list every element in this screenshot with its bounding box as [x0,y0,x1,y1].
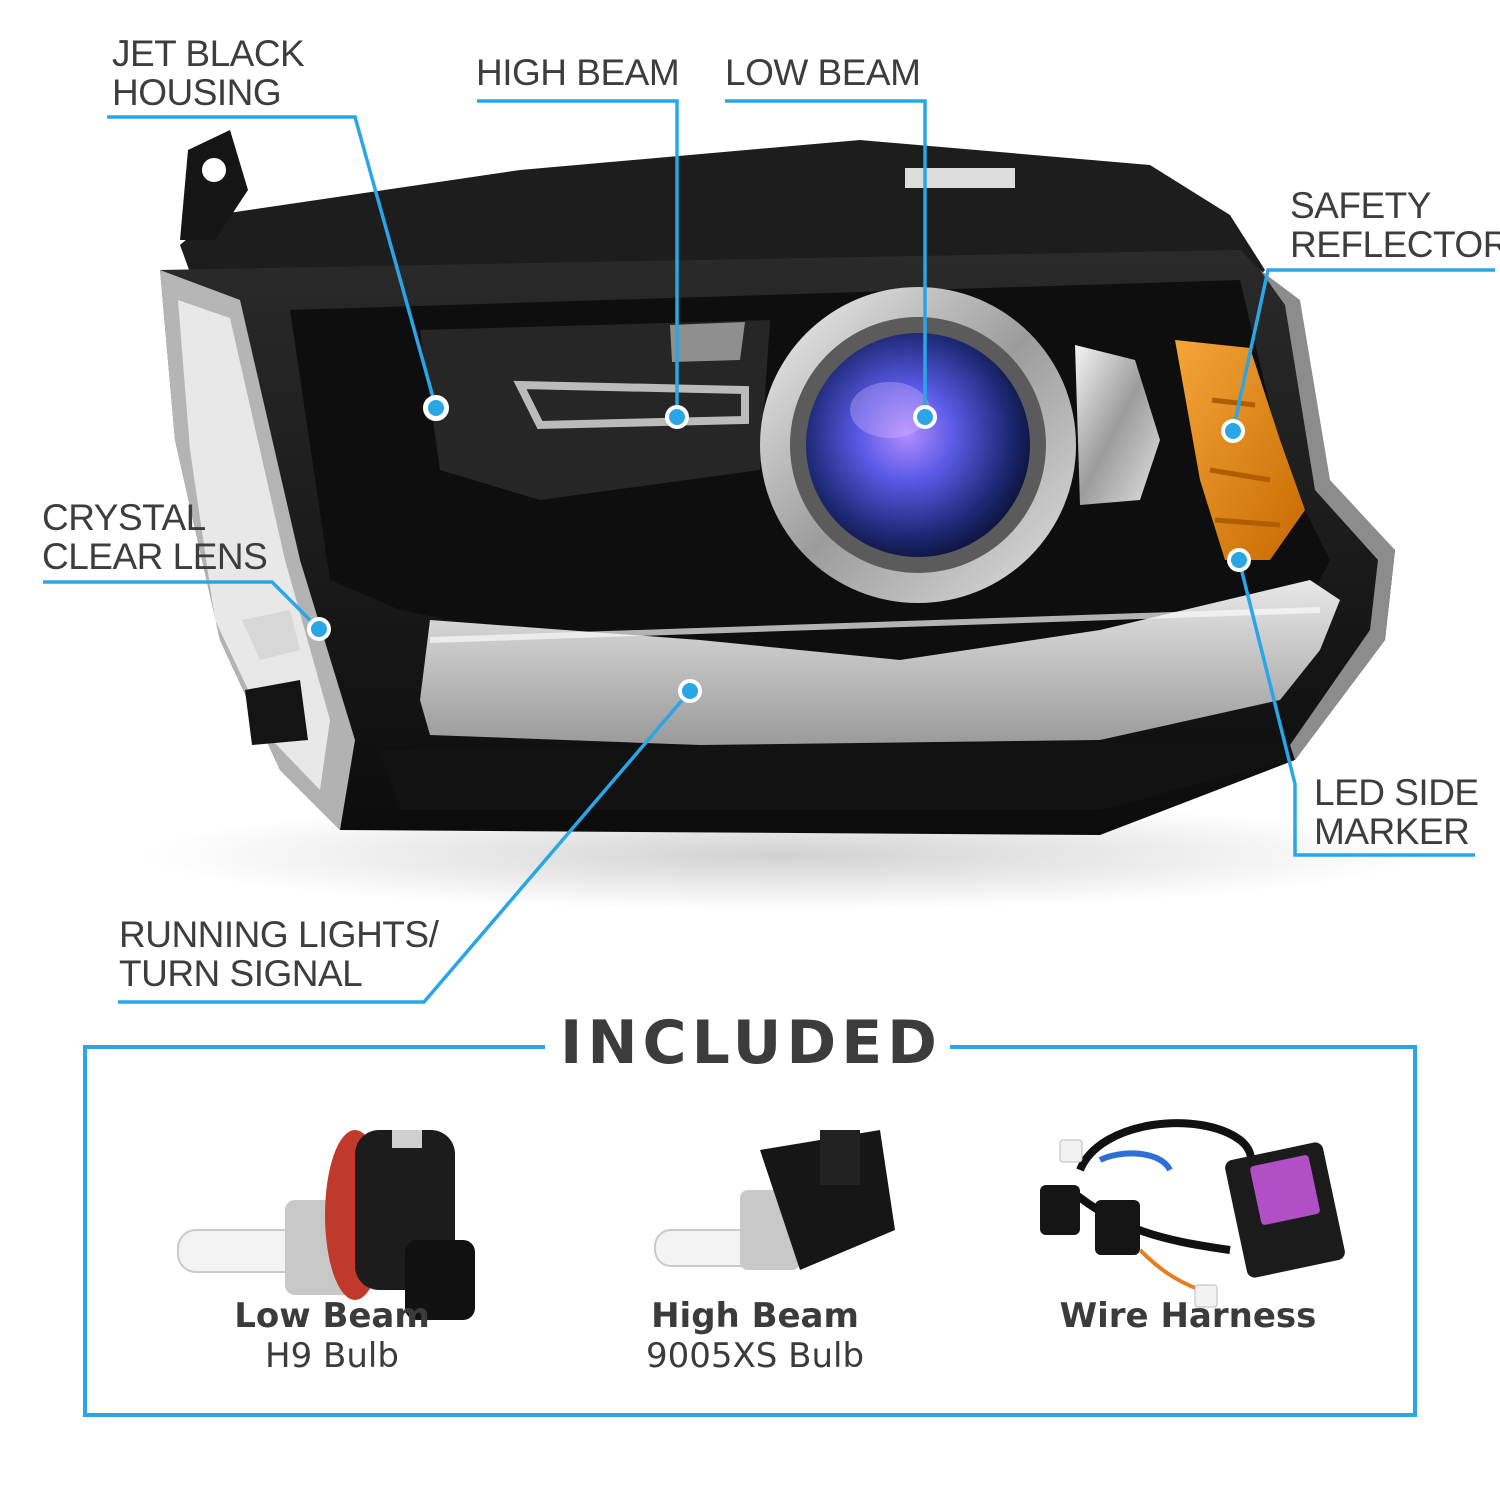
callout-line-high-beam [477,99,679,417]
mount-hole [202,158,226,182]
9005xs-bulb-icon [654,1130,895,1270]
included-title: INCLUDED [560,1008,942,1078]
item-detail: H9 Bulb [265,1336,399,1376]
callout-dot-led-side-marker [1231,552,1247,568]
callout-line2: CLEAR LENS [42,536,268,577]
item-name: Low Beam [234,1296,430,1336]
item-name: High Beam [651,1296,859,1336]
callout-label-safety-reflector: SAFETY REFLECTOR [1290,186,1500,264]
callout-line1: JET BLACK [112,33,305,74]
mount-tab-lower [245,680,308,745]
callout-label-running-lights: RUNNING LIGHTS/ TURN SIGNAL [119,914,439,994]
callout-label-low-beam: LOW BEAM [725,52,921,93]
high-beam-chrome-loop [513,380,749,430]
callout-line-led-side-marker [1237,559,1475,857]
callout-line-crystal-clear-lens [43,580,321,631]
callout-line1: RUNNING LIGHTS/ [119,914,439,955]
callout-label-crystal-clear-lens: CRYSTAL CLEAR LENS [42,497,268,577]
callout-label-jet-black-housing: JET BLACK HOUSING [112,33,305,113]
wire-harness-icon [1040,1119,1345,1308]
callout-label-high-beam: HIGH BEAM [476,52,680,93]
lens-glint [850,382,930,438]
part-sticker [905,168,1015,188]
callout-line1: LED SIDE [1314,772,1479,813]
high-beam-reflector [420,320,770,500]
callout-line2: MARKER [1314,811,1470,852]
callout-dot-low-beam [917,409,933,425]
callout-lines [43,99,1495,1004]
included-item-high-beam: High Beam 9005XS Bulb [575,1296,935,1376]
callout-dot-crystal-clear-lens [311,621,327,637]
drl-strip [420,580,1340,745]
callout-line1: SAFETY [1290,185,1431,226]
callout-line-running-lights [118,689,692,1004]
callout-dot-high-beam [669,409,685,425]
mount-tab-side [242,610,300,660]
callout-dot-safety-reflector [1225,423,1241,439]
callout-line-safety-reflector [1231,268,1495,432]
callout-line1: HIGH BEAM [476,52,680,93]
callout-line-low-beam [725,99,927,417]
callout-line2: HOUSING [112,72,282,113]
projector-lens [806,333,1030,557]
callout-line1: CRYSTAL [42,497,206,538]
callout-dots [307,395,1251,703]
projector-shroud [1075,345,1160,505]
high-beam-bulb-shield [670,322,745,362]
included-item-wire-harness: Wire Harness [1008,1296,1368,1336]
amber-reflector [1175,340,1305,560]
included-item-low-beam: Low Beam H9 Bulb [152,1296,512,1376]
callout-line2: TURN SIGNAL [119,953,363,994]
item-name: Wire Harness [1059,1296,1317,1336]
callout-line2: REFLECTOR [1290,224,1500,265]
h9-bulb-icon [177,1130,475,1320]
callout-dot-running-lights [682,683,698,699]
callout-line1: LOW BEAM [725,52,921,93]
item-detail: 9005XS Bulb [645,1336,865,1376]
included-box [83,1045,1417,1417]
clear-lens-highlight [178,300,330,790]
callout-label-led-side-marker: LED SIDE MARKER [1314,773,1479,851]
mount-tab-top-left [180,130,248,240]
callout-line-jet-black-housing [107,115,438,409]
lower-trim [380,740,1290,810]
callout-dot-jet-black-housing [428,400,444,416]
